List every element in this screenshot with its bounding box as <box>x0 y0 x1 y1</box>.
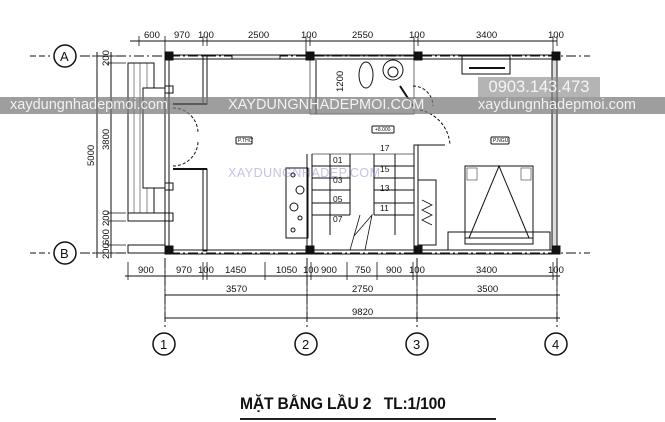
dim-top: 2550 <box>352 30 373 41</box>
stair-step: 13 <box>380 183 390 193</box>
dim-total: 9820 <box>352 307 373 318</box>
dim-bottom: 900 <box>386 265 402 276</box>
stair-step: 07 <box>333 214 343 224</box>
title-underline <box>240 418 496 420</box>
dim-left-inner: 600 <box>101 229 112 245</box>
stair-step: 11 <box>380 203 389 213</box>
watermark-faint: XAYDUNGNHADEP.COM <box>228 166 381 180</box>
dim-bottom: 1450 <box>225 265 246 276</box>
dim-top: 100 <box>198 30 214 41</box>
dim-bottom: 750 <box>355 265 371 276</box>
watermark-center: XAYDUNGNHADEPMOI.COM <box>228 97 425 113</box>
dim-top: 2500 <box>248 30 269 41</box>
dim-left-inner: 200 <box>101 50 112 66</box>
dim-bottom: 900 <box>321 265 337 276</box>
stair-step: 05 <box>333 194 343 204</box>
axis-label-b: B <box>60 246 69 261</box>
dim-left-inner: 200 <box>101 210 112 226</box>
dim-top: 3400 <box>476 30 497 41</box>
watermark-right: xaydungnhadepmoi.com <box>478 97 636 113</box>
dim-bay: 2750 <box>352 284 373 295</box>
room-tag-bedroom: P.NGỦ <box>493 137 509 144</box>
stair-step: 01 <box>333 155 343 165</box>
axis-label-1: 1 <box>160 337 167 352</box>
dim-top: 600 <box>144 30 160 41</box>
dim-bottom: 100 <box>198 265 214 276</box>
dim-left-inner: 3800 <box>101 129 112 150</box>
axis-label-2: 2 <box>302 337 309 352</box>
dim-bottom: 900 <box>138 265 154 276</box>
watermark-left: xaydungnhadepmoi.com <box>10 97 168 113</box>
stair-step: 15 <box>380 164 390 174</box>
stair-step: 03 <box>333 175 343 185</box>
dim-bay: 3500 <box>477 284 498 295</box>
watermark-phone: 0903.143.473 <box>478 77 600 97</box>
dim-left-inner: 200 <box>101 243 112 259</box>
dim-top: 970 <box>174 30 190 41</box>
level-tag: +8.000 <box>375 127 391 133</box>
dim-top: 100 <box>409 30 425 41</box>
room-tag-altar: P.THỜ <box>238 137 254 144</box>
dim-bottom: 970 <box>176 265 192 276</box>
stair-step: 17 <box>380 143 390 153</box>
dim-top: 100 <box>301 30 317 41</box>
dim-bay: 3570 <box>226 284 247 295</box>
dim-bottom: 100 <box>548 265 564 276</box>
dim-wc-depth: 1200 <box>335 71 346 92</box>
dim-bottom: 1050 <box>276 265 297 276</box>
axis-label-a: A <box>60 49 69 64</box>
axis-label-4: 4 <box>552 337 559 352</box>
dim-bottom: 100 <box>409 265 425 276</box>
drawing-title: MẶT BẰNG LẦU 2 TL:1/100 <box>240 394 446 413</box>
dim-bottom: 100 <box>303 265 319 276</box>
axis-label-3: 3 <box>413 337 420 352</box>
dim-bottom: 3400 <box>476 265 497 276</box>
watermark-band: xaydungnhadepmoi.com XAYDUNGNHADEPMOI.CO… <box>0 97 665 114</box>
dim-left-outer: 5000 <box>86 145 97 166</box>
dim-top: 100 <box>548 30 564 41</box>
